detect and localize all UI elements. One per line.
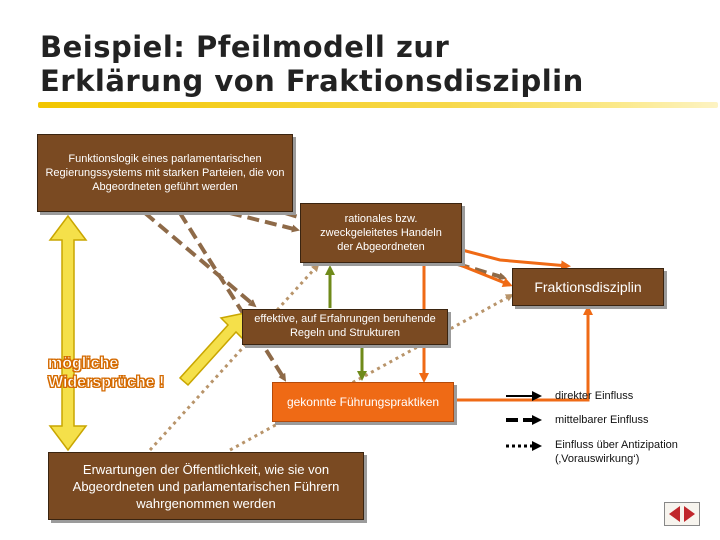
title-line-1: Beispiel: Pfeilmodell zur xyxy=(40,30,450,64)
title-line-2: Erklärung von Fraktionsdisziplin xyxy=(40,64,584,98)
legend-anticipation-label: Einfluss über Antizipation (‚Vorauswirku… xyxy=(555,439,678,465)
box-funktionslogik: Funktionslogik eines parlamentarischen R… xyxy=(37,134,293,212)
contradiction-diagonal-arrow xyxy=(178,311,252,387)
box-regeln-strukturen: effektive, auf Erfahrungen beruhende Reg… xyxy=(242,309,448,345)
arrow-funktion-to-rational xyxy=(229,211,300,233)
arrow-funktion-to-fuehrung xyxy=(178,211,287,382)
navigation-arrows-icon[interactable] xyxy=(664,502,700,526)
contradictions-label: mögliche Widersprüche ! xyxy=(48,355,165,392)
box-rationales-handeln: rationales bzw. zweckgeleitetes Handeln … xyxy=(300,203,462,263)
legend-indirect-label: mittelbarer Einfluss xyxy=(555,414,649,426)
arrow-funktion-down-to-fraktion xyxy=(459,263,513,288)
arrow-funktion-to-regeln xyxy=(143,211,257,308)
contradiction-double-arrow xyxy=(48,214,88,452)
legend-direct-label: direkter Einfluss xyxy=(555,390,634,402)
box-fuehrungspraktiken: gekonnte Führungspraktiken xyxy=(272,382,454,422)
anticipation-arrows xyxy=(148,263,514,452)
box-fraktionsdisziplin: Fraktionsdisziplin xyxy=(512,268,664,306)
box-erwartungen-oeffentlichkeit: Erwartungen der Öffentlichkeit, wie sie … xyxy=(48,452,364,520)
title-underline xyxy=(38,102,718,108)
arrow-erwartungen-to-fraktion xyxy=(229,293,514,452)
legend-lines xyxy=(506,391,542,451)
slide-title: Beispiel: Pfeilmodell zur Erklärung von … xyxy=(40,30,680,98)
arrow-fuehrung-to-fraktion xyxy=(454,305,593,402)
arrow-rational-to-fraktion xyxy=(461,248,571,271)
